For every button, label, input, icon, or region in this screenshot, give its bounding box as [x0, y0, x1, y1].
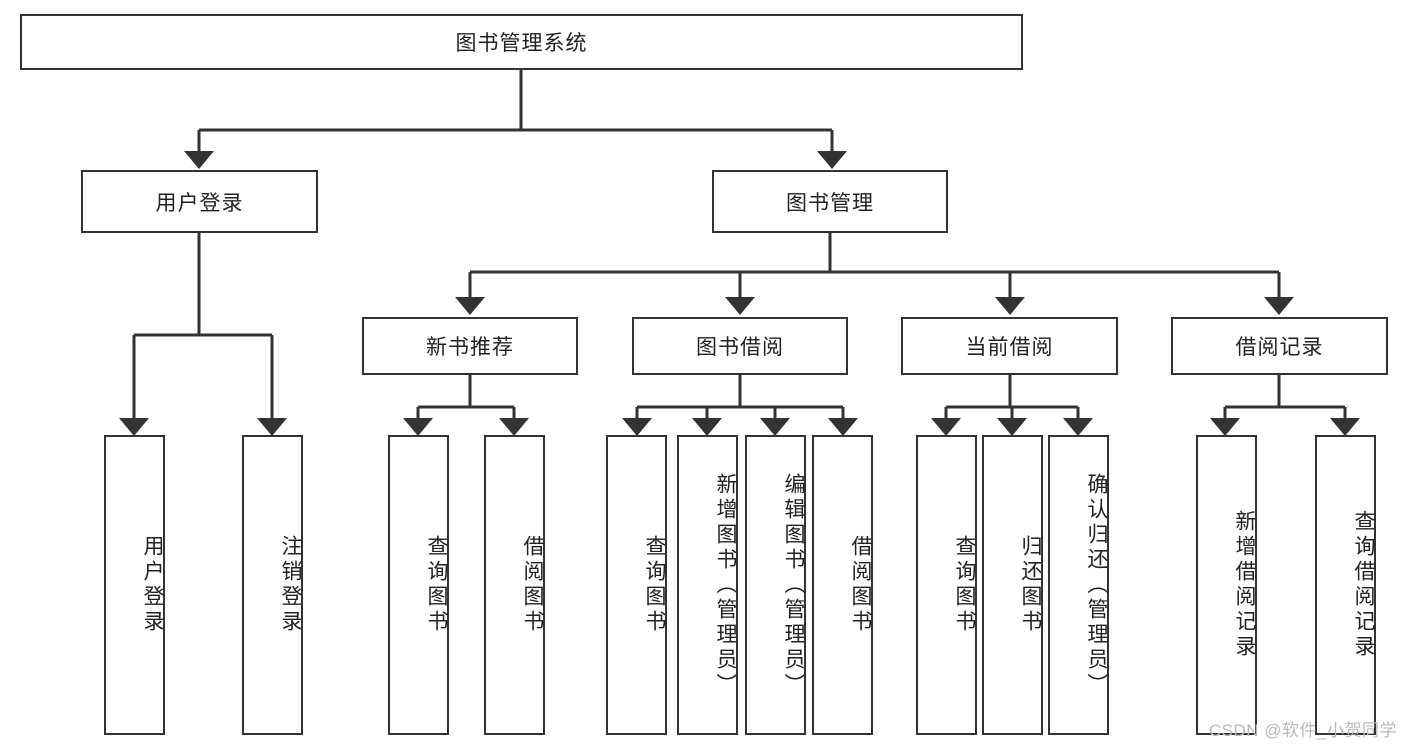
- node-new-book-recommend[interactable]: 新书推荐: [362, 317, 578, 375]
- node-leaf-query-book-borrow[interactable]: 查询图书: [606, 435, 667, 735]
- node-label: 归还图书: [1019, 535, 1042, 635]
- node-label: 借阅图书: [849, 535, 872, 635]
- node-label: 注销登录: [279, 535, 302, 635]
- node-label: 查询借阅记录: [1352, 510, 1375, 660]
- node-root-book-management-system[interactable]: 图书管理系统: [20, 14, 1023, 70]
- node-label: 图书管理: [786, 191, 874, 215]
- node-label: 新增借阅记录: [1233, 510, 1256, 660]
- node-leaf-query-borrow-record[interactable]: 查询借阅记录: [1315, 435, 1376, 735]
- node-leaf-return-book[interactable]: 归还图书: [982, 435, 1043, 735]
- node-label: 图书管理系统: [455, 32, 588, 55]
- node-borrow-record[interactable]: 借阅记录: [1171, 317, 1388, 375]
- node-leaf-query-book-recommend[interactable]: 查询图书: [388, 435, 449, 735]
- node-leaf-add-borrow-record[interactable]: 新增借阅记录: [1196, 435, 1257, 735]
- watermark-text: CSDN @软件_小贺同学: [1208, 721, 1397, 740]
- node-label: 确认归还（管理员）: [1085, 472, 1108, 698]
- node-label: 当前借阅: [965, 336, 1054, 359]
- node-label: 查询图书: [643, 535, 666, 635]
- node-label: 编辑图书（管理员）: [782, 472, 805, 698]
- node-leaf-user-login[interactable]: 用户登录: [104, 435, 165, 735]
- node-label: 新书推荐: [426, 336, 514, 359]
- node-leaf-query-book-current[interactable]: 查询图书: [916, 435, 977, 735]
- node-leaf-confirm-return-admin[interactable]: 确认归还（管理员）: [1048, 435, 1109, 735]
- node-label: 借阅图书: [521, 535, 544, 635]
- node-user-login[interactable]: 用户登录: [81, 170, 318, 233]
- node-label: 用户登录: [141, 535, 164, 635]
- node-label: 新增图书（管理员）: [714, 472, 737, 698]
- node-current-borrow[interactable]: 当前借阅: [901, 317, 1118, 375]
- node-leaf-borrow-book-recommend[interactable]: 借阅图书: [484, 435, 545, 735]
- node-leaf-borrow-book[interactable]: 借阅图书: [812, 435, 873, 735]
- node-leaf-add-book-admin[interactable]: 新增图书（管理员）: [677, 435, 738, 735]
- node-label: 查询图书: [953, 535, 976, 635]
- node-book-borrow[interactable]: 图书借阅: [632, 317, 848, 375]
- node-label: 用户登录: [155, 191, 244, 215]
- node-leaf-edit-book-admin[interactable]: 编辑图书（管理员）: [745, 435, 806, 735]
- node-label: 查询图书: [425, 535, 448, 635]
- node-leaf-logout[interactable]: 注销登录: [242, 435, 303, 735]
- node-book-management[interactable]: 图书管理: [712, 170, 948, 233]
- node-label: 借阅记录: [1235, 336, 1324, 359]
- node-label: 图书借阅: [696, 336, 784, 359]
